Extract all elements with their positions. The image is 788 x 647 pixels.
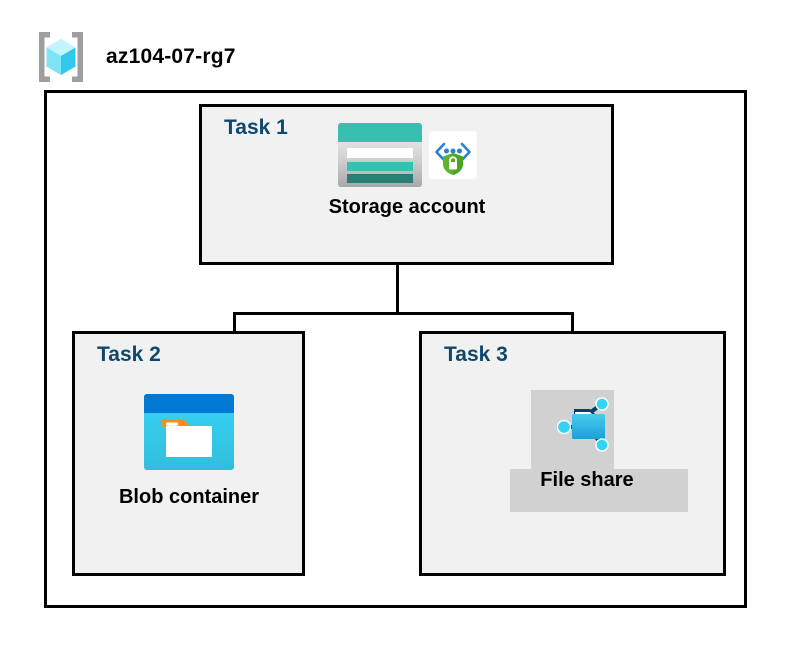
file-share-icon-row [553,390,621,458]
file-share-icon [553,390,621,458]
task-label-2: Task 2 [97,343,161,366]
blob-container-label: Blob container [118,486,259,508]
file-share-label-backplate [510,469,688,512]
storage-account-label: Storage account [328,196,486,218]
task-label-3: Task 3 [444,343,508,366]
resource-group-icon [30,26,92,88]
task-label-1: Task 1 [224,116,288,139]
connector-bus [233,312,574,315]
blob-container-icon-row [142,392,236,472]
resource-group-title: az104-07-rg7 [106,45,236,68]
storage-account-icon-row [337,122,477,188]
node-blob-container: Blob container [110,392,268,509]
file-share-label: File share [540,469,634,491]
secure-endpoint-icon [429,131,477,179]
resource-group-header: az104-07-rg7 [30,26,236,88]
blob-container-icon [142,392,236,472]
connector-storage-to-bus [396,265,399,315]
node-storage-account: Storage account [293,122,521,219]
node-file-share: File share [487,390,687,492]
storage-account-icon [337,122,423,188]
